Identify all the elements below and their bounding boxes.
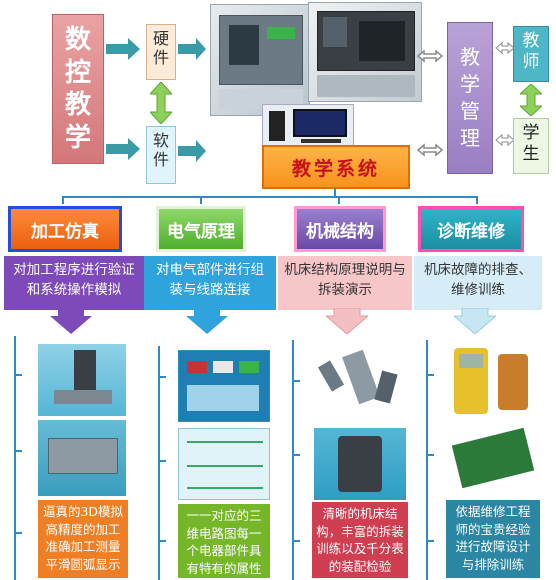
- cnc-mill-image: [210, 4, 310, 116]
- hardware-label: 硬件: [152, 29, 169, 68]
- arrow-to-machine-icon: [178, 38, 206, 60]
- note-mechanical: 清晰的机床结构，丰富的拆装训练以及千分表的装配检验: [312, 502, 408, 578]
- green-updown-arrow-icon: [520, 84, 542, 116]
- arrow-to-software-icon: [106, 138, 140, 160]
- col3-tick-2: [292, 454, 300, 456]
- note-electrical: 一一对应的三维电路图每一个电器部件具有特有的属性: [178, 504, 270, 578]
- note-simulation-text: 逼真的3D模拟高精度的加工准确加工测量平滑圆弧显示: [42, 504, 124, 572]
- col2-tick-2: [158, 460, 166, 462]
- double-arrow-bottom-icon: [416, 143, 444, 157]
- col3-line: [292, 340, 294, 580]
- circuit-diagram-image: [178, 428, 270, 500]
- category-simulation: 加工仿真: [8, 206, 122, 252]
- bus-drop-1: [62, 196, 64, 204]
- arrow-to-hardware-icon: [106, 38, 140, 60]
- col1-tick-1: [14, 374, 22, 376]
- teaching-management-label: 教学管理: [460, 45, 480, 150]
- double-arrow-student-icon: [495, 133, 514, 147]
- hardware-box: 硬件: [146, 24, 176, 80]
- software-label: 软件: [152, 131, 169, 170]
- main-title-box: 数控教学: [52, 14, 104, 164]
- note-mechanical-text: 清晰的机床结构，丰富的拆装训练以及千分表的装配检验: [316, 506, 404, 574]
- teaching-system-label: 教学系统: [291, 157, 380, 180]
- desc-mechanical-text: 机床结构原理说明与拆装演示: [284, 262, 406, 299]
- title-arrows: [106, 38, 140, 160]
- double-arrow-top-icon: [416, 50, 444, 63]
- bus-drop-3: [338, 196, 340, 204]
- exploded-view-image: [314, 342, 406, 422]
- multimeter-image: [446, 344, 538, 420]
- people-arrows: [495, 41, 514, 147]
- desc-electrical-text: 对电气部件进行组装与线路连接: [156, 262, 264, 299]
- system-connector: [334, 188, 336, 198]
- desc-electrical: 对电气部件进行组装与线路连接: [144, 256, 276, 310]
- note-diagnosis: 依据维修工程师的宝贵经验进行故障设计与排除训练: [446, 500, 540, 578]
- sim-machine-image: [38, 344, 126, 416]
- category-bus-line: [62, 196, 478, 198]
- double-arrow-teacher-icon: [495, 41, 514, 55]
- col2-tick-3: [158, 540, 166, 542]
- col4-tick-1: [426, 374, 434, 376]
- student-label: 学生: [522, 123, 540, 165]
- student-box: 学生: [513, 118, 549, 174]
- desc-simulation: 对加工程序进行验证和系统操作模拟: [4, 256, 144, 310]
- col4-tick-2: [426, 454, 434, 456]
- col1-tick-2: [14, 450, 22, 452]
- note-electrical-text: 一一对应的三维电路图每一个电器部件具有特有的属性: [186, 508, 262, 576]
- arrow-down-lightblue-icon: [454, 308, 496, 334]
- desc-diagnosis: 机床故障的排查、维修训练: [414, 256, 542, 310]
- category-diagnosis-label: 诊断维修: [437, 221, 505, 242]
- category-simulation-label: 加工仿真: [31, 221, 99, 242]
- desc-mechanical: 机床结构原理说明与拆装演示: [278, 256, 412, 310]
- teacher-box: 教师: [513, 26, 549, 82]
- spindle-image: [314, 428, 406, 500]
- circuit-board-image: [446, 424, 538, 498]
- teacher-label: 教师: [522, 31, 540, 73]
- software-box: 软件: [146, 126, 176, 184]
- arrow-to-computer-icon: [178, 140, 206, 162]
- bus-drop-4: [476, 196, 478, 204]
- cnc-lathe-image: [308, 2, 422, 102]
- bus-drop-2: [200, 196, 202, 204]
- col2-line: [158, 346, 160, 580]
- teaching-system-box: 教学系统: [262, 145, 410, 189]
- electrical-panel-image: [178, 350, 270, 422]
- machine-arrows: [178, 38, 206, 162]
- desc-simulation-text: 对加工程序进行验证和系统操作模拟: [13, 262, 135, 299]
- col2-tick-1: [158, 376, 166, 378]
- sim-lathe-image: [38, 420, 126, 496]
- teaching-management-box: 教学管理: [447, 22, 493, 174]
- category-mechanical: 机械结构: [294, 206, 386, 252]
- col1-line: [14, 336, 16, 580]
- computer-image: [262, 104, 354, 146]
- main-title: 数控教学: [64, 25, 91, 153]
- category-electrical: 电气原理: [156, 206, 246, 252]
- col3-tick-3: [292, 540, 300, 542]
- category-electrical-label: 电气原理: [167, 221, 235, 242]
- category-mechanical-label: 机械结构: [306, 221, 374, 242]
- note-diagnosis-text: 依据维修工程师的宝贵经验进行故障设计与排除训练: [455, 504, 531, 572]
- mgmt-arrows: [416, 50, 444, 157]
- col3-tick-1: [292, 380, 300, 382]
- green-double-arrow-icon: [150, 82, 172, 124]
- desc-diagnosis-text: 机床故障的排查、维修训练: [424, 262, 532, 299]
- arrow-down-pink-icon: [326, 308, 368, 334]
- col4-tick-3: [426, 540, 434, 542]
- note-simulation: 逼真的3D模拟高精度的加工准确加工测量平滑圆弧显示: [38, 500, 128, 578]
- category-diagnosis: 诊断维修: [418, 206, 524, 252]
- col4-line: [426, 340, 428, 580]
- arrow-down-blue-icon: [186, 308, 228, 334]
- arrow-down-purple-icon: [50, 308, 92, 334]
- col1-tick-3: [14, 532, 22, 534]
